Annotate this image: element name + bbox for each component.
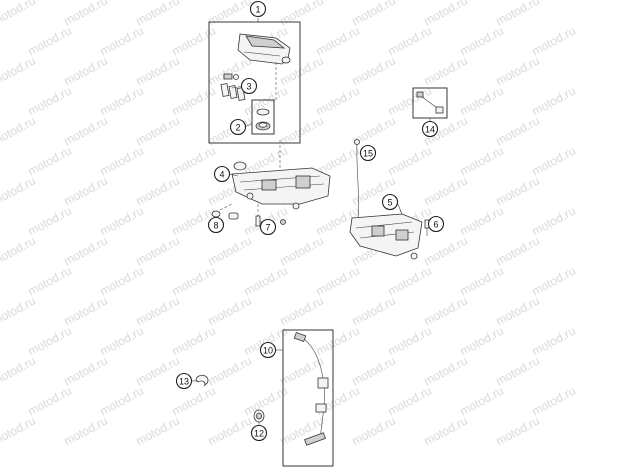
callout-7: 7 [259, 218, 277, 236]
headlight-bracket-part [231, 161, 331, 210]
callout-circle [381, 193, 399, 211]
callout-label: 10 [263, 346, 273, 356]
grommet-part [253, 409, 265, 423]
callout-circle [240, 77, 258, 95]
speed-sensor-part [251, 99, 275, 135]
callout-label: 5 [387, 198, 392, 208]
speedometer-cable-part [354, 139, 360, 223]
callout-circle [259, 341, 277, 359]
callout-1: 1 [249, 0, 267, 18]
instrument-housing-part [237, 33, 291, 65]
callout-10: 10 [259, 341, 277, 359]
callout-label: 2 [235, 123, 240, 133]
group-box-cable [282, 329, 334, 467]
callout-8: 8 [207, 216, 225, 234]
callout-2: 2 [229, 118, 247, 136]
callout-label: 14 [425, 125, 435, 135]
callout-5: 5 [381, 193, 399, 211]
callout-6: 6 [427, 215, 445, 233]
callout-15: 15 [359, 144, 377, 162]
callout-label: 13 [179, 377, 189, 387]
callout-14: 14 [421, 120, 439, 138]
callout-circle [249, 0, 267, 18]
callout-circle [421, 120, 439, 138]
callout-circle [427, 215, 445, 233]
callout-12: 12 [250, 424, 268, 442]
callout-label: 1 [255, 5, 260, 15]
group-box-instrument [208, 21, 301, 144]
callout-label: 12 [254, 429, 264, 439]
callout-circle [229, 118, 247, 136]
callout-4: 4 [213, 165, 231, 183]
callout-label: 4 [219, 170, 224, 180]
callout-label: 6 [433, 220, 438, 230]
callout-label: 15 [363, 149, 373, 159]
cable-set-part [293, 331, 329, 446]
headlight-mask-bracket-part [349, 213, 423, 260]
mounting-clips-part [220, 73, 246, 101]
callout-label: 8 [213, 221, 218, 231]
washer-part [211, 210, 239, 220]
sensor-cable-part [416, 91, 444, 114]
callout-circle [259, 218, 277, 236]
bolt-part [255, 215, 286, 227]
callout-3: 3 [240, 77, 258, 95]
callout-label: 7 [265, 223, 270, 233]
leader-lines [191, 85, 430, 426]
callout-circle [207, 216, 225, 234]
clamp-part [195, 374, 209, 387]
callout-circle [213, 165, 231, 183]
callout-circle [359, 144, 377, 162]
callout-circle [250, 424, 268, 442]
callout-circle [175, 372, 193, 390]
callout-13: 13 [175, 372, 193, 390]
callout-label: 3 [246, 82, 251, 92]
